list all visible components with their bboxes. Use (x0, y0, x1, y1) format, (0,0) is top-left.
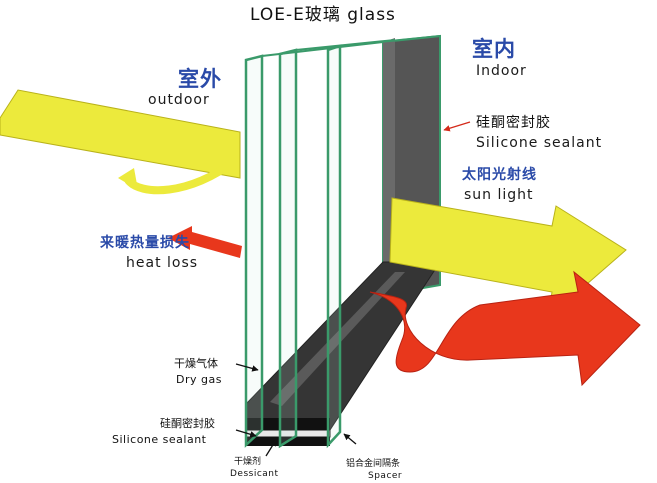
pointer-sealant-bottom (235, 429, 257, 438)
pointer-drygas (235, 363, 259, 372)
drygas-label-en: Dry gas (176, 373, 222, 386)
heatloss-label-cn: 来暖热量损失 (100, 235, 190, 251)
indoor-label-en: Indoor (476, 63, 527, 79)
heatloss-label-en: heat loss (126, 255, 199, 271)
indoor-label-cn: 室内 (472, 37, 516, 61)
diagram-title: LOE-E玻璃 glass (250, 5, 396, 25)
sunlight-label-cn: 太阳光射线 (462, 167, 537, 183)
pointer-sealant-top (443, 121, 471, 132)
outdoor-label-en: outdoor (148, 92, 210, 108)
sealant-bottom-label-cn: 硅酮密封胶 (160, 417, 215, 430)
glass-pane-3 (326, 44, 342, 449)
indoor-heat-arrow (369, 270, 641, 387)
sunlight-label-en: sun light (464, 187, 534, 203)
pointer-desiccant (265, 439, 277, 457)
sealant-top-label-en: Silicone sealant (476, 135, 603, 151)
sealant-top-label-cn: 硅酮密封胶 (476, 115, 551, 131)
spacer-bar (245, 261, 441, 446)
pane-top-edges (261, 35, 441, 57)
sealant-bottom-label-en: Silicone sealant (112, 433, 207, 446)
outdoor-sun-arrow (0, 89, 241, 195)
spacer-label-cn: 铝合金间隔条 (346, 459, 401, 469)
desiccant-label-en: Dessicant (230, 469, 279, 479)
glass-pane-2 (278, 48, 298, 449)
pointer-spacer (343, 433, 357, 445)
annotation-arrows (235, 121, 471, 457)
desiccant-label-cn: 干燥剂 (234, 457, 262, 467)
glass-panes (244, 44, 342, 449)
outdoor-label-cn: 室外 (178, 67, 222, 91)
drygas-label-cn: 干燥气体 (174, 357, 218, 370)
spacer-label-en: Spacer (368, 471, 403, 481)
heat-loss-arrow (168, 226, 242, 258)
glass-pane-1 (244, 54, 264, 448)
